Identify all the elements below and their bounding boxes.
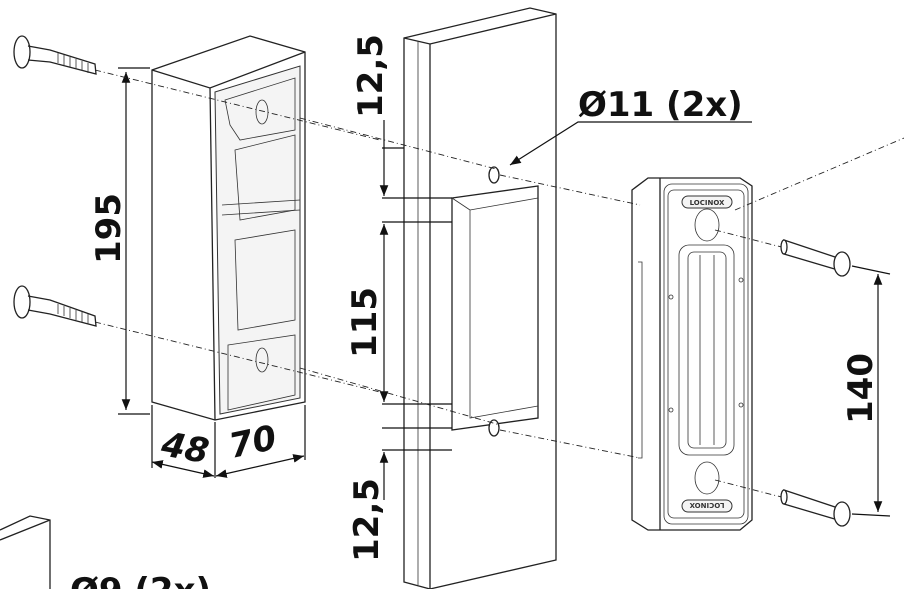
pin-top (780, 239, 851, 277)
keeper-plate: LOCINOX LOCINOX (631, 177, 753, 531)
dimension-48: 48 (157, 424, 212, 472)
keeper-logo-top: LOCINOX (690, 199, 725, 207)
pin-bottom (780, 489, 851, 527)
dimension-140: 140 (841, 353, 881, 424)
dimension-70: 70 (226, 418, 281, 467)
keeper-logo-bottom: LOCINOX (689, 501, 724, 509)
label-post-hole-diameter: Ø11 (2x) (578, 85, 743, 125)
aluminium-profile (151, 35, 306, 421)
label-screw-hole-diameter: Ø9 (2x) (70, 571, 211, 589)
screw-top (13, 35, 97, 75)
gate-post (403, 7, 557, 589)
dimension-bottom-12-5: 12,5 (347, 478, 387, 562)
dimension-top-12-5: 12,5 (351, 34, 391, 118)
dimension-115: 115 (345, 287, 385, 358)
screw-bottom (13, 285, 97, 327)
dimension-195: 195 (89, 193, 129, 264)
